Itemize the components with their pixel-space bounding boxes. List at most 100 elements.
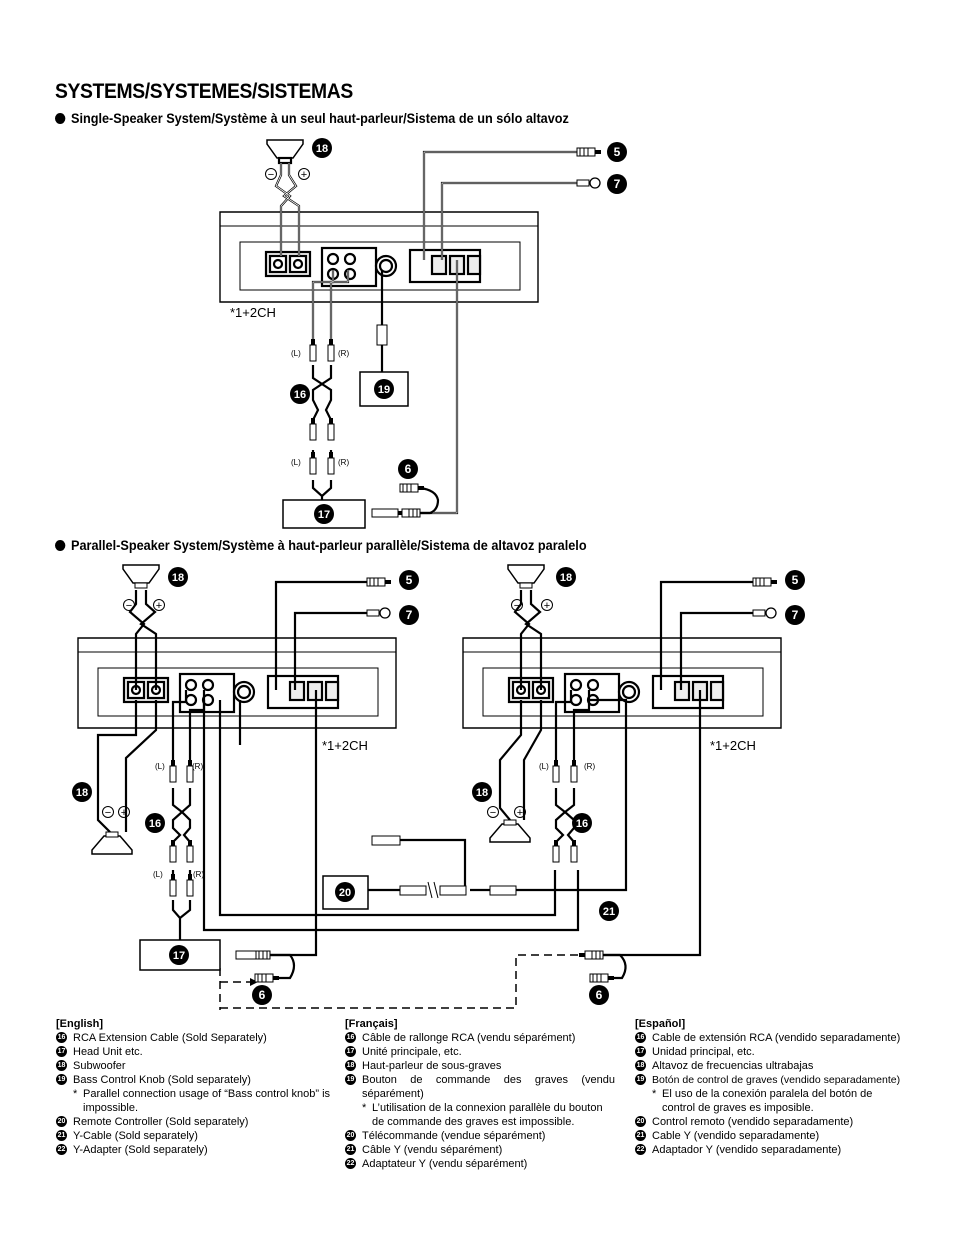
callout-7-icon: 7 (785, 605, 805, 625)
legend-text: Haut-parleur de sous-graves (362, 1060, 502, 1072)
single-subwoofer (265, 138, 305, 165)
left-label: (L) (539, 762, 549, 771)
legend-item: 16 RCA Extension Cable (Sold Separately) (56, 1031, 336, 1045)
number-icon: 17 (345, 1046, 356, 1057)
number-icon: 19 (56, 1074, 67, 1085)
plus-label: + (156, 600, 162, 612)
svg-text:16: 16 (149, 818, 161, 830)
svg-text:5: 5 (792, 573, 799, 587)
legend-text: Remote Controller (Sold separately) (73, 1116, 249, 1128)
parallel-subwoofer-left-bottom (91, 831, 133, 855)
parallel-amplifier-right (461, 636, 783, 730)
svg-text:6: 6 (405, 462, 412, 476)
legend-english: [English] 16 RCA Extension Cable (Sold Se… (56, 1017, 336, 1157)
single-speaker-heading: Single-Speaker System/Système à un seul … (55, 111, 569, 126)
legend-header: [English] (56, 1018, 104, 1030)
number-icon: 17 (56, 1046, 67, 1057)
legend-item: 21 Cable Y (vendido separadamente) (635, 1129, 905, 1143)
svg-text:17: 17 (318, 509, 330, 521)
callout-18-icon: 18 (556, 567, 576, 587)
callout-17-icon: 17 (314, 504, 334, 524)
wiring-diagram: − + *1+2CH (L) (R) (L) (R) 18 5 7 16 19 … (72, 138, 805, 1010)
number-icon: 18 (345, 1060, 356, 1071)
legend-text: Adaptateur Y (vendu séparément) (362, 1158, 528, 1170)
number-icon: 20 (635, 1116, 646, 1127)
legend-text: RCA Extension Cable (Sold Separately) (73, 1032, 267, 1044)
legend-item: 21 Câble Y (vendu séparément) (345, 1143, 615, 1157)
callout-7-icon: 7 (399, 605, 419, 625)
callout-6-icon: 6 (398, 459, 418, 479)
parallel-subwoofer-left-top (122, 564, 160, 589)
svg-text:16: 16 (294, 389, 306, 401)
legend-item: 17 Unité principale, etc. (345, 1045, 615, 1059)
legend-note-text: Parallel connection usage of “Bass contr… (83, 1088, 331, 1114)
svg-text:21: 21 (603, 906, 615, 918)
legend-item: 22 Adaptateur Y (vendu séparément) (345, 1157, 615, 1171)
svg-text:7: 7 (614, 177, 621, 191)
ch-note-label: *1+2CH (230, 305, 276, 320)
number-icon: 17 (635, 1046, 646, 1057)
legend-item: 19 Botón de control de graves (vendido se… (635, 1073, 905, 1087)
callout-16-icon: 16 (145, 813, 165, 833)
callout-18-icon: 18 (72, 782, 92, 802)
svg-text:6: 6 (596, 988, 603, 1002)
callout-6-icon: 6 (589, 985, 609, 1005)
callout-18-icon: 18 (312, 138, 332, 158)
legend-text: Câble de rallonge RCA (vendu séparément) (362, 1032, 576, 1044)
left-label: (L) (153, 870, 163, 879)
parallel-speaker-heading: Parallel-Speaker System/Système à haut-p… (55, 538, 587, 553)
right-label: (R) (192, 762, 203, 771)
minus-label: − (126, 600, 132, 612)
legend-text: Câble Y (vendu séparément) (362, 1144, 503, 1156)
svg-text:18: 18 (560, 572, 572, 584)
legend-text: Subwoofer (73, 1060, 126, 1072)
plus-label: + (301, 169, 307, 181)
legend-note-text: El uso de la conexión paralela del botón… (662, 1088, 873, 1114)
callout-18-icon: 18 (168, 567, 188, 587)
svg-text:6: 6 (259, 988, 266, 1002)
svg-text:5: 5 (614, 145, 621, 159)
plus-label: + (517, 807, 523, 819)
number-icon: 16 (635, 1032, 646, 1043)
right-label: (R) (584, 762, 595, 771)
legend-item: 18 Haut-parleur de sous-graves (345, 1059, 615, 1073)
svg-text:19: 19 (378, 384, 390, 396)
legend-note: *L’utilisation de la connexion parallèle… (345, 1101, 615, 1129)
minus-label: − (268, 169, 274, 181)
number-icon: 22 (635, 1144, 646, 1155)
number-icon: 21 (345, 1144, 356, 1155)
legend-text: Botón de control de graves (vendido sepa… (652, 1074, 901, 1086)
number-icon: 21 (635, 1130, 646, 1141)
legend-text: Cable Y (vendido separadamente) (652, 1130, 820, 1142)
callout-16-icon: 16 (572, 813, 592, 833)
number-icon: 19 (635, 1074, 646, 1085)
svg-text:17: 17 (173, 950, 185, 962)
svg-text:5: 5 (406, 573, 413, 587)
callout-5-icon: 5 (607, 142, 627, 162)
legend-text: Adaptador Y (vendido separadamente) (652, 1144, 842, 1156)
number-icon: 19 (345, 1074, 356, 1085)
number-icon: 22 (345, 1158, 356, 1169)
single-speaker-heading-text: Single-Speaker System/Système à un seul … (70, 111, 569, 126)
single-amplifier (218, 210, 540, 304)
legend-note: *El uso de la conexión paralela del botó… (635, 1087, 905, 1115)
svg-text:20: 20 (339, 887, 351, 899)
svg-text:18: 18 (76, 787, 88, 799)
ch-note-label: *1+2CH (322, 738, 368, 753)
ch-note-label: *1+2CH (710, 738, 756, 753)
svg-text:18: 18 (316, 143, 328, 155)
legend-text: Unité principale, etc. (362, 1046, 462, 1058)
number-icon: 16 (345, 1032, 356, 1043)
number-icon: 16 (56, 1032, 67, 1043)
svg-text:7: 7 (406, 608, 413, 622)
right-label: (R) (338, 458, 349, 467)
svg-text:18: 18 (476, 787, 488, 799)
callout-18-icon: 18 (472, 782, 492, 802)
svg-text:18: 18 (172, 572, 184, 584)
